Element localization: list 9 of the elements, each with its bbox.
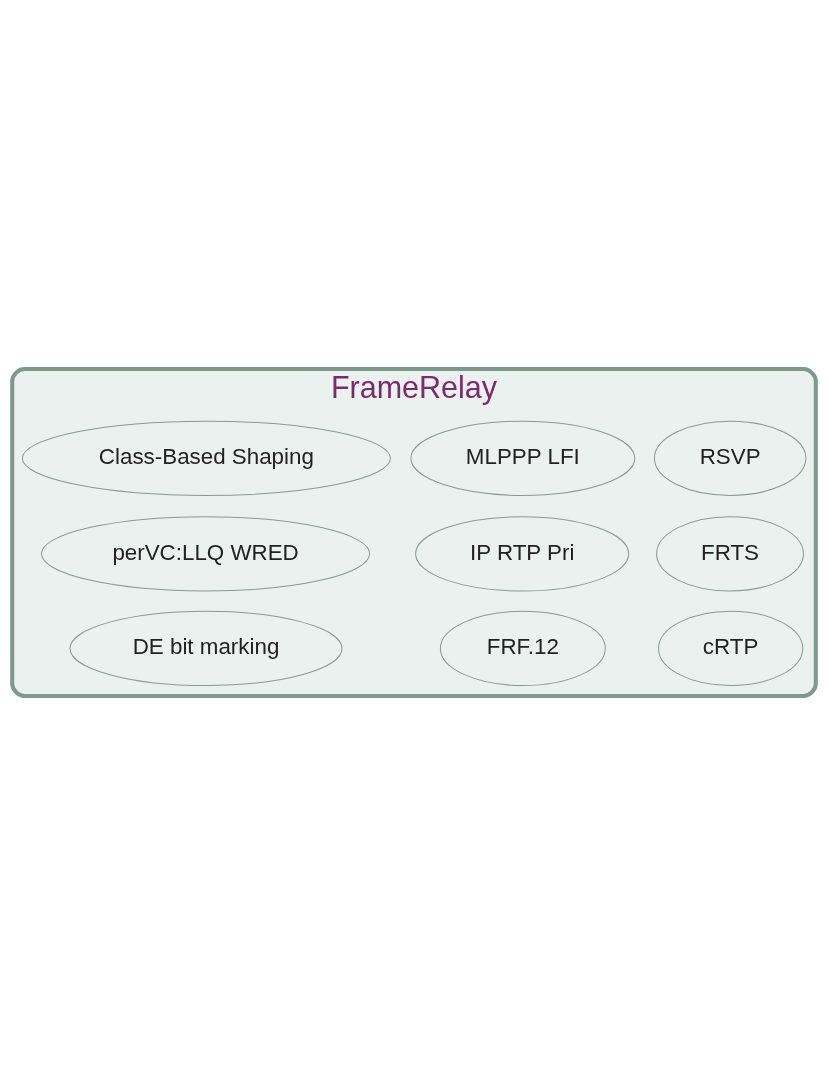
node-ellipse: perVC:LLQ WRED — [40, 516, 371, 592]
node-ellipse: cRTP — [658, 610, 804, 687]
node-ellipse: FRF.12 — [439, 610, 606, 687]
node-ellipse: MLPPP LFI — [410, 420, 636, 496]
node-ellipse: Class-Based Shaping — [21, 420, 391, 496]
node-ellipse: DE bit marking — [69, 610, 343, 687]
node-ellipse: IP RTP Pri — [415, 516, 630, 592]
node-ellipse: FRTS — [656, 516, 804, 592]
node-ellipse: RSVP — [653, 420, 807, 496]
